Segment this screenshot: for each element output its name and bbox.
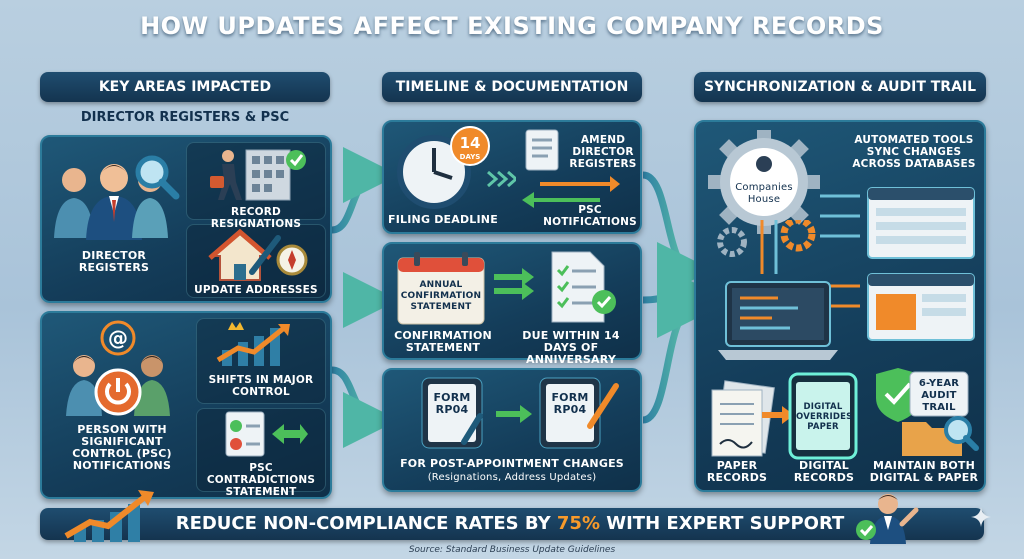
clock-deadline-icon: 14 DAYS	[397, 126, 490, 209]
psc-notifications-timeline-label: PSC NOTIFICATIONS	[543, 204, 637, 228]
contradiction-document-icon	[225, 411, 308, 457]
psc-contradictions-label: PSC CONTRADICTIONS STATEMENT	[206, 462, 316, 498]
audit-trail-folder-icon	[876, 368, 979, 456]
digital-tablet-icon	[788, 372, 858, 460]
column-header-timeline: TIMELINE & DOCUMENTATION	[382, 72, 642, 102]
banner-text-after: WITH EXPERT SUPPORT	[599, 513, 845, 534]
source-note: Source: Standard Business Update Guideli…	[408, 545, 616, 555]
automated-tools-label: AUTOMATED TOOLS SYNC CHANGES ACROSS DATA…	[852, 134, 976, 170]
maintain-both-label: MAINTAIN BOTH DIGITAL & PAPER	[869, 459, 979, 484]
record-resignations-label: RECORD RESIGNATIONS	[210, 206, 302, 230]
update-addresses-label: UPDATE ADDRESSES	[194, 284, 318, 296]
sparkle-icon	[971, 507, 991, 527]
amend-registers-label: AMEND DIRECTOR REGISTERS	[569, 134, 637, 170]
form-rp04-left: FORM RP04	[433, 391, 471, 416]
subhead-director-psc: DIRECTOR REGISTERS & PSC	[80, 110, 290, 125]
paper-records-icon	[711, 380, 775, 457]
checklist-document-icon	[551, 251, 616, 323]
calendar-icon	[397, 252, 485, 325]
column-header-key-areas: KEY AREAS IMPACTED	[40, 72, 330, 102]
digital-records-label: DIGITAL RECORDS	[793, 459, 855, 484]
companies-house-gear-icon	[708, 130, 820, 234]
confirmation-statement-label: CONFIRMATION STATEMENT	[394, 329, 492, 354]
laptop-icon	[718, 281, 838, 360]
director-registers-label: DIRECTOR REGISTERS	[78, 249, 150, 274]
rising-chart-crown-icon	[216, 322, 290, 366]
swap-arrows-icon	[522, 176, 620, 208]
days-word: DAYS	[460, 153, 481, 161]
form-arrow-icon	[496, 405, 532, 423]
due-within-label: DUE WITHIN 14 DAYS OF ANNIVERSARY	[522, 329, 620, 366]
home-pen-compass-icon	[208, 228, 308, 281]
resignation-walking-icon	[210, 149, 306, 201]
column-header-sync: SYNCHRONIZATION & AUDIT TRAIL	[694, 72, 986, 102]
expert-advisor-icon	[856, 494, 919, 544]
chevrons-icon	[487, 170, 516, 188]
digital-overrides-label: DIGITAL OVERRIDES PAPER	[796, 402, 853, 432]
tablet-form-right-icon	[539, 377, 619, 449]
days-number: 14	[460, 134, 481, 152]
post-appointment-label: FOR POST-APPOINTMENT CHANGES	[400, 457, 624, 470]
audit-trail-badge: 6-YEAR AUDIT TRAIL	[918, 378, 960, 413]
psc-people-power-icon: @	[66, 320, 170, 416]
shifts-control-label: SHIFTS IN MAJOR CONTROL	[208, 374, 314, 398]
filing-deadline-label: FILING DEADLINE	[388, 213, 498, 226]
annual-calendar-label: ANNUAL CONFIRMATION STATEMENT	[400, 280, 482, 312]
growth-chart-icon	[64, 490, 154, 542]
paper-records-label: PAPER RECORDS	[706, 459, 768, 484]
companies-house-label: Companies House	[735, 182, 793, 205]
forward-arrows-icon	[494, 268, 534, 300]
database-windows-icon	[820, 187, 975, 341]
psc-notifications-label: PERSON WITH SIGNIFICANT CONTROL (PSC) NO…	[72, 423, 172, 472]
banner-highlight: 75%	[556, 513, 600, 534]
post-appointment-detail: (Resignations, Address Updates)	[427, 472, 597, 483]
override-arrow-icon	[762, 406, 794, 424]
banner-text: REDUCE NON-COMPLIANCE RATES BY 75% WITH …	[150, 507, 870, 541]
banner	[40, 508, 984, 540]
directors-magnifier-icon	[54, 155, 180, 240]
banner-text-before: REDUCE NON-COMPLIANCE RATES BY	[175, 513, 557, 534]
tablet-form-left-icon	[421, 377, 483, 449]
form-rp04-right: FORM RP04	[551, 391, 589, 416]
small-gears-icon	[717, 220, 816, 274]
amend-document-icon	[525, 129, 559, 171]
at-symbol: @	[108, 326, 128, 350]
page-title: HOW UPDATES AFFECT EXISTING COMPANY RECO…	[140, 12, 884, 40]
